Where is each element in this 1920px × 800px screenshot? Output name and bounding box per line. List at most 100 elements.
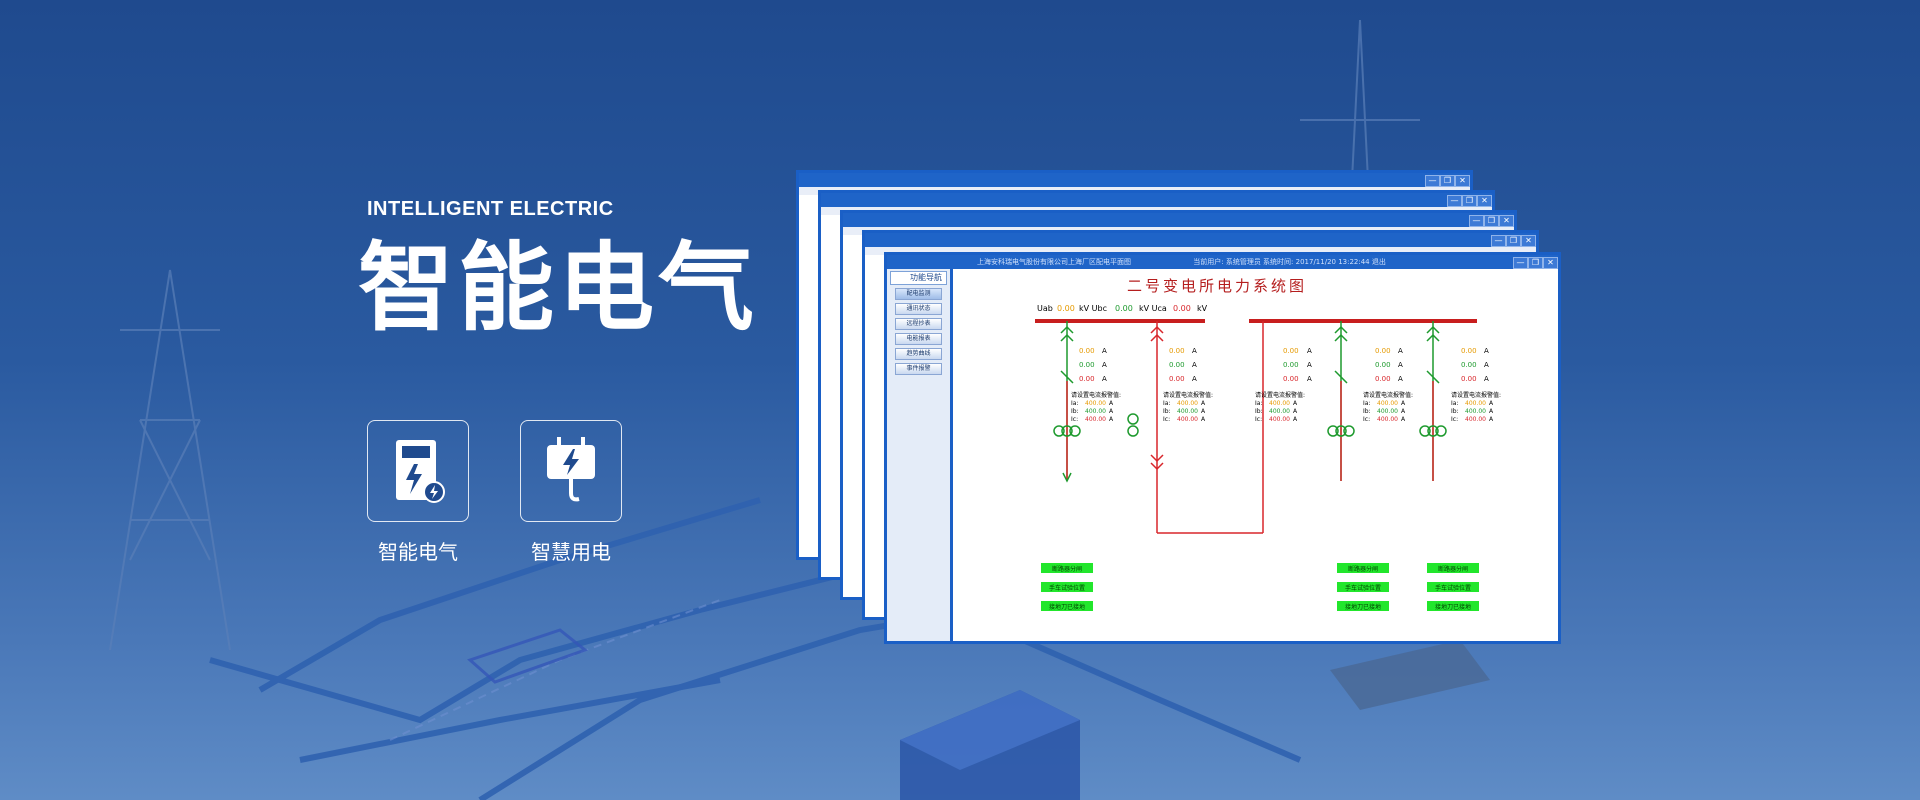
svg-text:A: A	[1398, 375, 1403, 383]
svg-text:400.00: 400.00	[1465, 416, 1486, 423]
svg-text:0.00: 0.00	[1461, 361, 1477, 369]
minimize-icon[interactable]: —	[1425, 175, 1440, 187]
svg-text:A: A	[1192, 375, 1197, 383]
minimize-icon[interactable]: —	[1491, 235, 1506, 247]
feeder-4	[1419, 321, 1447, 481]
function-nav-sidebar: 功能导航 配电监测 通讯状态 远程抄表 电能报表 趋势曲线 事件报警	[887, 269, 953, 641]
close-icon[interactable]: ✕	[1455, 175, 1470, 187]
svg-text:A: A	[1102, 361, 1107, 369]
svg-text:Ib:: Ib:	[1071, 408, 1079, 415]
svg-text:A: A	[1102, 347, 1107, 355]
svg-text:A: A	[1201, 408, 1206, 415]
svg-text:A: A	[1401, 400, 1406, 407]
svg-text:0.00: 0.00	[1461, 347, 1477, 355]
nav-item-trend-curve[interactable]: 趋势曲线	[895, 348, 942, 360]
svg-text:A: A	[1192, 361, 1197, 369]
svg-text:0.00: 0.00	[1283, 347, 1299, 355]
current-readout-4: 0.00 A 0.00 A 0.00 A	[1375, 347, 1403, 383]
smart-meter-icon-box	[367, 420, 469, 522]
title-bar	[865, 233, 1536, 247]
svg-text:0.00: 0.00	[1079, 375, 1095, 383]
svg-text:A: A	[1307, 375, 1312, 383]
close-icon[interactable]: ✕	[1521, 235, 1536, 247]
svg-text:A: A	[1307, 361, 1312, 369]
feeder-1	[1053, 321, 1081, 483]
svg-text:A: A	[1398, 347, 1403, 355]
close-icon[interactable]: ✕	[1543, 257, 1558, 269]
svg-text:A: A	[1484, 347, 1489, 355]
svg-text:A: A	[1192, 347, 1197, 355]
svg-text:0.00: 0.00	[1375, 361, 1391, 369]
svg-text:A: A	[1484, 375, 1489, 383]
feature-label: 智慧用电	[531, 540, 611, 564]
hero-title: 智能电气	[358, 232, 758, 344]
svg-text:Ic:: Ic:	[1071, 416, 1078, 423]
close-icon[interactable]: ✕	[1477, 195, 1492, 207]
svg-text:手车试验位置: 手车试验位置	[1345, 584, 1381, 592]
svg-text:Ia:: Ia:	[1255, 400, 1262, 407]
svg-text:请设置电流报警值:: 请设置电流报警值:	[1255, 391, 1305, 399]
minimize-icon[interactable]: —	[1513, 257, 1528, 269]
svg-text:断路器分闸: 断路器分闸	[1348, 565, 1378, 573]
scada-window[interactable]: 上海安科瑞电气股份有限公司上海厂区配电平面图 当前用户: 系统管理员 系统时间:…	[884, 252, 1561, 644]
svg-text:400.00: 400.00	[1269, 408, 1290, 415]
nav-item-comm-status[interactable]: 通讯状态	[895, 303, 942, 315]
svg-text:接地刀已接地: 接地刀已接地	[1435, 603, 1471, 611]
svg-text:Ib:: Ib:	[1363, 408, 1371, 415]
svg-text:400.00: 400.00	[1177, 416, 1198, 423]
nav-item-energy-report[interactable]: 电能报表	[895, 333, 942, 345]
restore-icon[interactable]: ❐	[1440, 175, 1455, 187]
status-buttons-mid[interactable]: 断路器分闸 手车试验位置 接地刀已接地	[1337, 563, 1389, 611]
window-title-bar: 上海安科瑞电气股份有限公司上海厂区配电平面图 当前用户: 系统管理员 系统时间:…	[887, 255, 1558, 269]
svg-text:A: A	[1293, 400, 1298, 407]
nav-item-remote-meter[interactable]: 远程抄表	[895, 318, 942, 330]
title-bar	[821, 193, 1492, 207]
window-title: 上海安科瑞电气股份有限公司上海厂区配电平面图	[977, 258, 1131, 266]
status-strip	[865, 247, 1536, 255]
svg-text:0.00: 0.00	[1283, 361, 1299, 369]
voltage-value-uca: 0.00	[1173, 304, 1191, 313]
voltage-label-uca: kV Uca	[1139, 304, 1167, 313]
voltage-value-ubc: 0.00	[1115, 304, 1133, 313]
svg-text:请设置电流报警值:: 请设置电流报警值:	[1071, 391, 1121, 399]
svg-text:A: A	[1398, 361, 1403, 369]
feeder-2	[1127, 321, 1264, 534]
minimize-icon[interactable]: —	[1447, 195, 1462, 207]
restore-icon[interactable]: ❐	[1462, 195, 1477, 207]
nav-item-power-monitor[interactable]: 配电监测	[895, 288, 942, 300]
svg-text:断路器分闸: 断路器分闸	[1052, 565, 1082, 573]
alarm-setting-4: 请设置电流报警值: Ia: 400.00 A Ib: 400.00 A Ic: …	[1363, 391, 1413, 423]
feature-smart-electric[interactable]: 智能电气	[367, 420, 469, 565]
svg-text:Ic:: Ic:	[1363, 416, 1370, 423]
svg-text:A: A	[1484, 361, 1489, 369]
title-bar	[843, 213, 1514, 227]
svg-text:A: A	[1201, 416, 1206, 423]
alarm-setting-3: 请设置电流报警值: Ia: 400.00 A Ib: 400.00 A Ic: …	[1255, 391, 1305, 423]
close-icon[interactable]: ✕	[1499, 215, 1514, 227]
nav-item-event-alarm[interactable]: 事件报警	[895, 363, 942, 375]
svg-text:A: A	[1489, 408, 1494, 415]
status-buttons-left[interactable]: 断路器分闸 手车试验位置 接地刀已接地	[1041, 563, 1093, 611]
svg-text:请设置电流报警值:: 请设置电流报警值:	[1363, 391, 1413, 399]
svg-text:Ia:: Ia:	[1071, 400, 1078, 407]
minimize-icon[interactable]: —	[1469, 215, 1484, 227]
svg-text:接地刀已接地: 接地刀已接地	[1049, 603, 1085, 611]
status-buttons-right[interactable]: 断路器分闸 手车试验位置 接地刀已接地	[1427, 563, 1479, 611]
svg-text:400.00: 400.00	[1085, 408, 1106, 415]
alarm-setting-1: 请设置电流报警值: Ia: 400.00 A Ib: 400.00 A Ic: …	[1071, 391, 1121, 423]
alarm-setting-2: 请设置电流报警值: Ia: 400.00 A Ib: 400.00 A Ic: …	[1163, 391, 1213, 423]
restore-icon[interactable]: ❐	[1528, 257, 1543, 269]
svg-text:A: A	[1489, 416, 1494, 423]
restore-icon[interactable]: ❐	[1484, 215, 1499, 227]
svg-text:400.00: 400.00	[1177, 408, 1198, 415]
title-bar	[799, 173, 1470, 187]
svg-text:Ia:: Ia:	[1163, 400, 1170, 407]
voltage-label-unit: kV	[1197, 304, 1208, 313]
svg-text:A: A	[1401, 408, 1406, 415]
svg-text:0.00: 0.00	[1461, 375, 1477, 383]
diagram-title: 二号变电所电力系统图	[1127, 277, 1307, 295]
svg-text:A: A	[1201, 400, 1206, 407]
feature-smart-power[interactable]: 智慧用电	[520, 420, 622, 565]
svg-text:A: A	[1102, 375, 1107, 383]
restore-icon[interactable]: ❐	[1506, 235, 1521, 247]
